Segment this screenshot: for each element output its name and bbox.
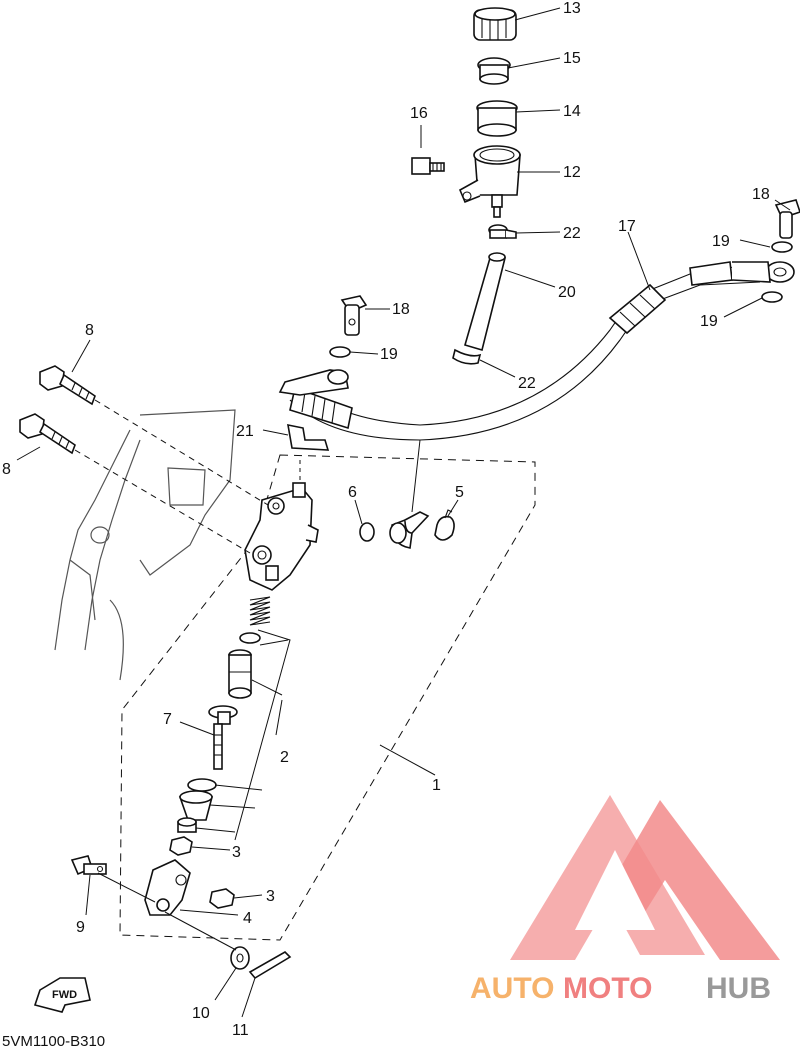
hose-clip-joint [434,509,455,541]
callout-8-upper: 8 [85,322,94,339]
brake-hose [278,261,795,441]
frame-tube-inner [84,439,141,651]
washer-pin [230,946,250,970]
piston [228,649,252,699]
cup-seal [239,632,261,644]
callout-9: 9 [76,919,85,936]
callout-11: 11 [232,1022,249,1039]
callout-17: 17 [618,218,636,235]
callout-18-right: 18 [752,186,770,203]
union-bolt-left [340,295,368,336]
nut-lower [209,888,235,909]
reservoir-plate [477,57,511,85]
washer-right-lower [761,291,783,303]
nut-upper [169,836,193,856]
callout-2: 2 [280,749,289,766]
washer-right-upper [771,241,793,253]
callout-19-right-upper: 19 [712,233,730,250]
push-rod [208,705,238,770]
callout-22-lower: 22 [518,375,536,392]
callout-15: 15 [563,50,581,67]
hose-clip-upper [488,224,517,239]
callouts: 13 15 14 16 12 22 18 19 17 20 19 18 19 2… [2,0,770,1039]
clevis-pin [70,855,107,876]
callout-18-left: 18 [392,301,410,318]
callout-10: 10 [192,1005,210,1022]
boot-collar [177,817,197,833]
callout-4: 4 [243,910,252,927]
spring [249,596,271,626]
callout-12: 12 [563,164,581,181]
callout-3-lower: 3 [266,888,275,905]
frame-edge [69,559,96,621]
callout-5: 5 [455,484,464,501]
bolt-path-upper [94,399,269,506]
callout-7: 7 [163,711,172,728]
callout-1: 1 [432,777,441,794]
o-ring [359,522,375,542]
watermark-text-hub: HUB [706,972,771,1005]
callout-8-lower: 8 [2,461,11,478]
circlip [187,778,217,792]
clevis [144,859,191,916]
callout-19-left: 19 [380,346,398,363]
bolt-path-lower [74,449,251,554]
reservoir-cap [473,7,517,41]
callout-19-right-lower: 19 [700,313,718,330]
callout-20: 20 [558,284,576,301]
diagram-code: 5VM1100-B310 [2,1033,105,1050]
watermark-logo: AUTO MOTO HUB [470,795,780,1005]
hose-clip-lower [452,348,482,365]
callout-16: 16 [410,105,428,122]
assembly-dashed-outline [119,454,536,941]
callout-13: 13 [563,0,581,17]
fwd-label: FWD [52,989,77,1001]
callout-3-upper: 3 [232,844,241,861]
fwd-arrow: FWD [33,977,91,1013]
reservoir-hose [464,252,507,352]
frame-curve [109,599,124,681]
frame-tube-outer [54,429,131,651]
union-bolt-right [774,199,800,239]
watermark-text-auto: AUTO [470,972,554,1005]
dust-boot [178,790,214,821]
callout-22-upper: 22 [563,225,581,242]
reservoir-bolt [411,157,445,175]
hose-holder [287,423,330,451]
frame-outline [54,409,236,681]
mount-bolt-lower [19,413,76,455]
reservoir-diaphragm [476,100,518,137]
frame-hole [90,526,110,544]
watermark-text-moto: MOTO [563,972,652,1005]
reservoir-tank [458,145,521,218]
frame-bracket [139,409,236,576]
washer-left [329,346,351,358]
frame-plate [167,467,206,506]
callout-14: 14 [563,103,581,120]
callout-21: 21 [236,423,254,440]
leader-lines [16,7,791,1018]
callout-6: 6 [348,484,357,501]
cotter-pin [248,951,292,980]
mount-bolt-upper [39,365,96,406]
hose-joint [389,511,430,549]
watermark-triangle-cut [575,850,655,930]
master-cylinder-body [244,482,319,591]
